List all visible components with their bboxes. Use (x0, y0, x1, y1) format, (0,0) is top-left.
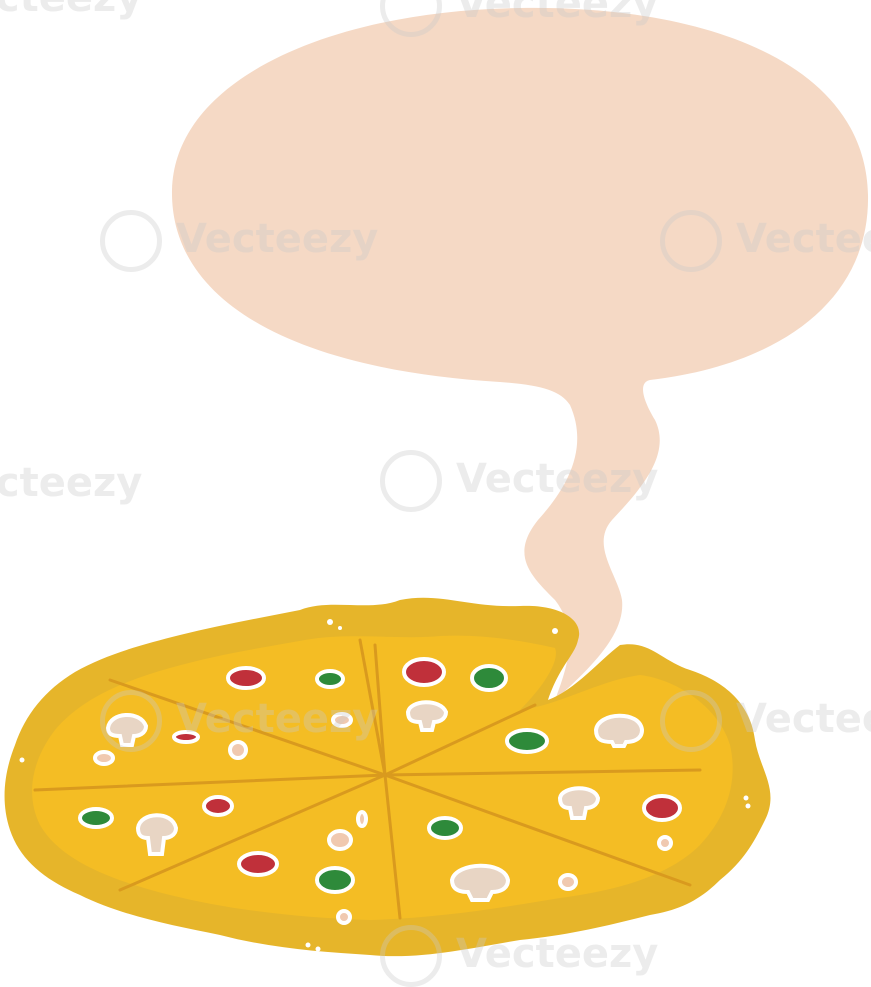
pepper-topping (505, 728, 549, 754)
crust-speckles (19, 619, 751, 952)
mushroom-topping (105, 700, 645, 902)
tomato-topping (402, 657, 446, 687)
pizza-toppings (78, 657, 682, 925)
pepper-topping (315, 669, 345, 689)
pepper-topping (78, 807, 114, 829)
speech-bubble (171, 7, 869, 701)
small-bits (93, 712, 673, 925)
tomato-topping (237, 851, 279, 877)
pizza-cheese (32, 635, 733, 920)
pepper-topping (427, 816, 463, 840)
pepper-topping (470, 664, 508, 692)
tomato-topping (226, 666, 266, 690)
slice-lines (33, 638, 702, 920)
tomato-topping (642, 794, 682, 822)
tomato-topping (202, 795, 234, 817)
pepper-topping (315, 866, 355, 894)
tomato-topping (172, 730, 200, 744)
